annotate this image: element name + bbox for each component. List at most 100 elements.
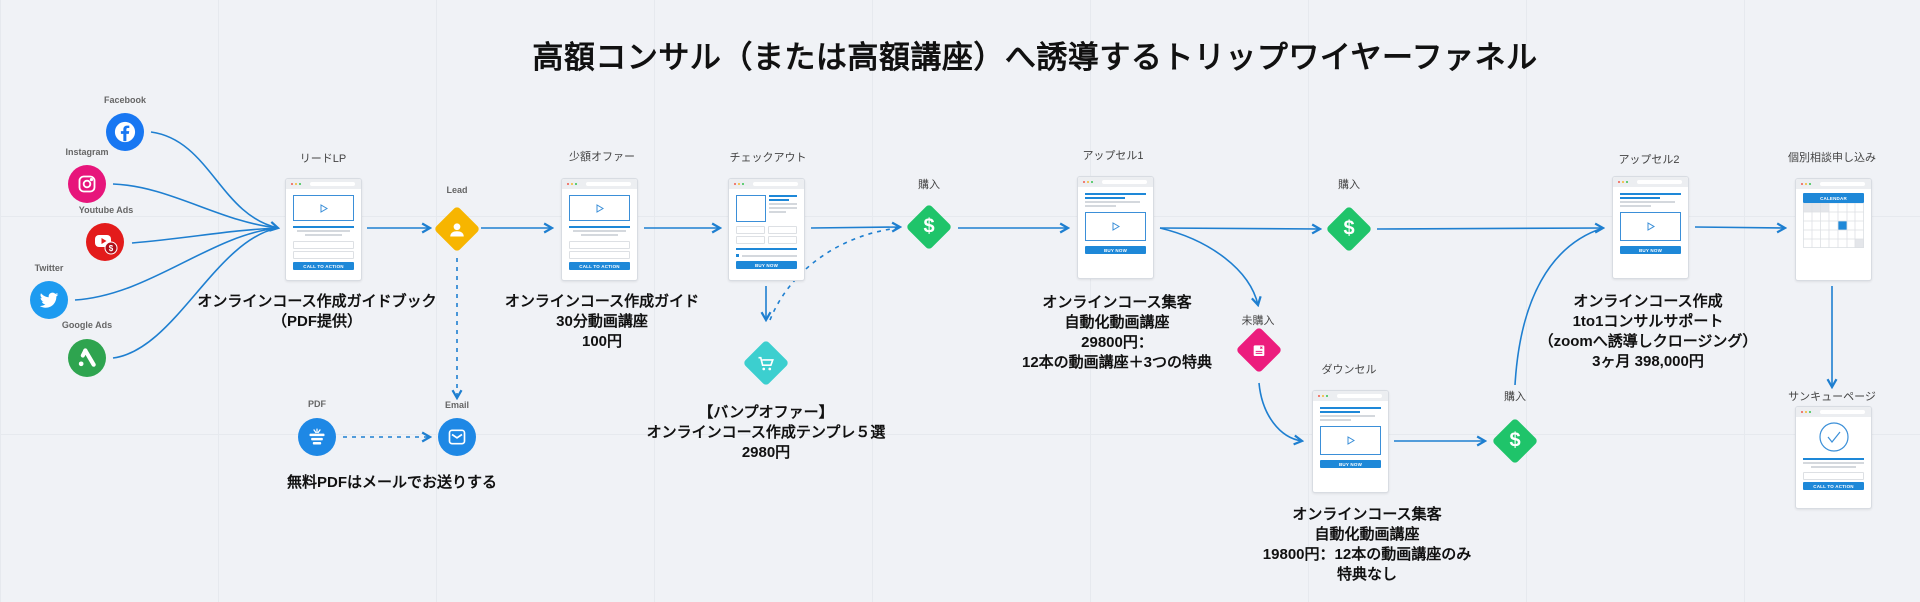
source-label-google: Google Ads — [61, 320, 113, 330]
buy-now-button: BUY NOW — [1320, 460, 1381, 468]
desc-line: 29800円： — [1081, 334, 1153, 351]
consultation-label: 個別相談申し込み — [1788, 152, 1876, 164]
buy-now-button: BUY NOW — [1085, 246, 1146, 254]
desc-line: 30分動画講座 — [556, 313, 648, 330]
desc-line: オンラインコース作成ガイドブック — [197, 293, 437, 310]
small-offer-page[interactable]: CALL TO ACTION — [561, 178, 638, 281]
page-title: 高額コンサル（または高額講座）へ誘導するトリップワイヤーファネル — [532, 40, 1538, 75]
pdf-gift-icon[interactable] — [298, 418, 336, 456]
purchase-3-label: 購入 — [1504, 391, 1526, 403]
desc-line: オンラインコース作成ガイド — [504, 293, 700, 310]
upsell-1-label: アップセル1 — [1082, 150, 1144, 162]
lead-lp-page[interactable]: CALL TO ACTION — [285, 178, 362, 281]
checkout-label: チェックアウト — [729, 152, 807, 164]
downsell-description: オンラインコース集客 自動化動画講座 19800円：12本の動画講座のみ 特典な… — [1263, 505, 1471, 585]
dollar-icon: $ — [1343, 217, 1355, 240]
dollar-icon: $ — [923, 215, 935, 238]
upsell-2-description: オンラインコース作成 1to1コンサルサポート （zoomへ誘導しクロージング）… — [1539, 292, 1758, 372]
desc-line: 100円 — [581, 333, 623, 350]
buy-now-button: BUY NOW — [736, 261, 797, 269]
desc-line: 特典なし — [1336, 566, 1397, 583]
link-google — [112, 227, 279, 359]
facebook-icon[interactable] — [106, 113, 144, 151]
purchase-1-label: 購入 — [918, 179, 940, 191]
google-ads-icon[interactable] — [68, 339, 106, 377]
cta-button: CALL TO ACTION — [293, 262, 354, 270]
link-checkout-purchase — [810, 227, 900, 228]
play-icon — [569, 195, 630, 221]
cancelled-receipt-icon — [1253, 344, 1265, 356]
source-label-facebook: Facebook — [103, 95, 147, 105]
check-circle-icon — [1803, 421, 1864, 453]
link-upsell1-purchase2 — [1159, 228, 1320, 229]
lead-node[interactable] — [433, 205, 481, 253]
not-purchased-node[interactable] — [1235, 326, 1283, 374]
email-label: Email — [444, 400, 470, 410]
pdf-note: 無料PDFはメールでお送りする — [286, 474, 498, 491]
email-icon[interactable] — [438, 418, 476, 456]
source-label-youtube: Youtube Ads — [78, 205, 134, 215]
dollar-icon: $ — [1509, 429, 1521, 452]
desc-line: 12本の動画講座＋3つの特典 — [1021, 354, 1213, 371]
buy-now-button: BUY NOW — [1620, 246, 1681, 254]
small-offer-label: 少額オファー — [569, 151, 635, 163]
not-purchased-label: 未購入 — [1241, 315, 1275, 327]
play-icon — [293, 195, 354, 221]
thank-you-label: サンキューページ — [1788, 391, 1876, 403]
link-bump-purchase — [769, 227, 899, 321]
calendar-grid-icon — [1803, 203, 1864, 248]
play-icon — [1620, 212, 1681, 241]
source-label-twitter: Twitter — [34, 263, 64, 273]
lead-label: Lead — [446, 185, 468, 195]
desc-line: 19800円：12本の動画講座のみ — [1262, 546, 1472, 563]
instagram-icon[interactable] — [68, 165, 106, 203]
small-offer-description: オンラインコース作成ガイド 30分動画講座 100円 — [505, 292, 699, 352]
desc-line: 1to1コンサルサポート — [1572, 313, 1724, 330]
checkout-page[interactable]: BUY NOW — [728, 178, 805, 281]
cta-button: CALL TO ACTION — [569, 262, 630, 270]
thank-you-page[interactable]: CALL TO ACTION — [1795, 406, 1872, 509]
desc-line: 2980円 — [741, 444, 791, 461]
link-youtube — [131, 227, 279, 244]
play-icon — [1320, 426, 1381, 455]
calendar-header: CALENDAR — [1803, 193, 1864, 203]
bump-offer-description: 【バンプオファー】 オンラインコース作成テンプレ５選 2980円 — [647, 403, 886, 463]
credit-card-icon — [736, 195, 766, 222]
upsell-1-description: オンラインコース集客 自動化動画講座 29800円： 12本の動画講座＋3つの特… — [1022, 293, 1212, 373]
link-purchase3-upsell2 — [1514, 227, 1604, 386]
link-notpurchased-downsell — [1258, 382, 1302, 441]
desc-line: 自動化動画講座 — [1064, 314, 1170, 331]
desc-line: オンラインコース作成 — [1573, 293, 1723, 310]
upsell-2-label: アップセル2 — [1618, 154, 1680, 166]
desc-line: オンラインコース作成テンプレ５選 — [646, 424, 886, 441]
link-facebook — [150, 131, 278, 228]
lead-lp-label: リードLP — [299, 153, 347, 165]
upsell-1-page[interactable]: BUY NOW — [1077, 176, 1154, 279]
desc-line: オンラインコース集客 — [1292, 506, 1442, 523]
desc-line: オンラインコース集客 — [1042, 294, 1192, 311]
purchase-2-label: 購入 — [1338, 179, 1360, 191]
desc-line: 自動化動画講座 — [1314, 526, 1420, 543]
upsell-2-page[interactable]: BUY NOW — [1612, 176, 1689, 279]
desc-line: （PDF提供） — [271, 313, 363, 330]
link-twitter — [74, 227, 279, 301]
pdf-label: PDF — [308, 399, 326, 409]
bump-offer-node[interactable] — [742, 339, 790, 387]
play-icon — [1085, 212, 1146, 241]
downsell-label: ダウンセル — [1321, 364, 1377, 376]
user-icon — [450, 222, 464, 236]
desc-line: 【バンプオファー】 — [698, 404, 834, 421]
downsell-page[interactable]: BUY NOW — [1312, 390, 1389, 493]
youtube-ads-icon[interactable]: $ — [86, 223, 124, 261]
svg-text:$: $ — [109, 244, 114, 253]
cart-icon — [758, 356, 774, 370]
link-upsell2-calendar — [1694, 227, 1785, 228]
desc-line: 3ヶ月 398,000円 — [1592, 353, 1704, 370]
cta-button: CALL TO ACTION — [1803, 482, 1864, 490]
link-purchase2-upsell2 — [1376, 228, 1603, 229]
consultation-page[interactable]: CALENDAR — [1795, 178, 1872, 281]
twitter-icon[interactable] — [30, 281, 68, 319]
lead-lp-description: オンラインコース作成ガイドブック （PDF提供） — [197, 292, 436, 332]
